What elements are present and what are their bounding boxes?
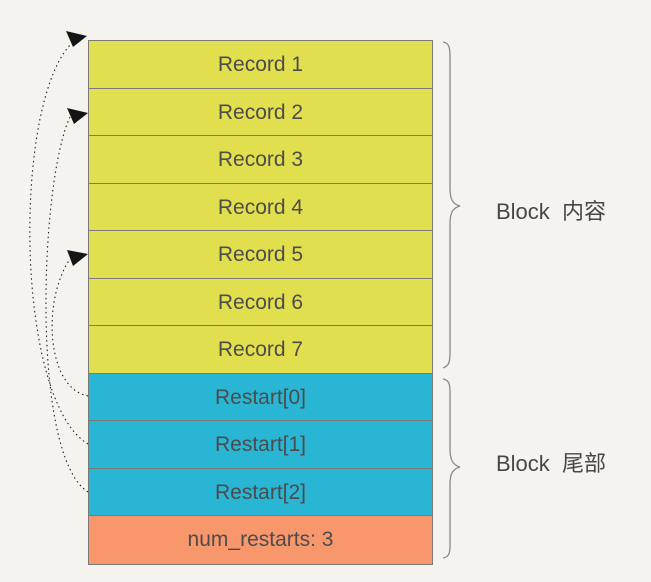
arrowhead-record-5-icon xyxy=(67,250,88,266)
dotted-arrow-restart1-to-record1 xyxy=(29,40,89,445)
row-record-2: Record 2 xyxy=(89,88,432,136)
dotted-arrow-restart0-to-record5 xyxy=(51,258,89,397)
row-restart-1: Restart[1] xyxy=(89,421,432,469)
label-block-tail: Block 尾部 xyxy=(496,451,607,476)
row-restart-0: Restart[0] xyxy=(89,373,432,421)
row-record-7: Record 7 xyxy=(89,326,432,374)
brace-block-tail xyxy=(442,378,461,559)
arrowhead-record-2-icon xyxy=(67,108,88,124)
row-restart-2: Restart[2] xyxy=(89,468,432,516)
label-block-content: Block 内容 xyxy=(496,199,607,224)
brace-block-content xyxy=(442,41,461,369)
row-record-4: Record 4 xyxy=(89,183,432,231)
block-diagram: Record 1 Record 2 Record 3 Record 4 Reco… xyxy=(88,40,433,565)
row-record-5: Record 5 xyxy=(89,231,432,279)
arrowhead-record-1-icon xyxy=(66,31,87,47)
row-num-restarts: num_restarts: 3 xyxy=(89,516,432,564)
dotted-arrow-restart2-to-record2 xyxy=(45,116,89,493)
row-record-3: Record 3 xyxy=(89,136,432,184)
row-record-1: Record 1 xyxy=(89,41,432,89)
row-record-6: Record 6 xyxy=(89,278,432,326)
